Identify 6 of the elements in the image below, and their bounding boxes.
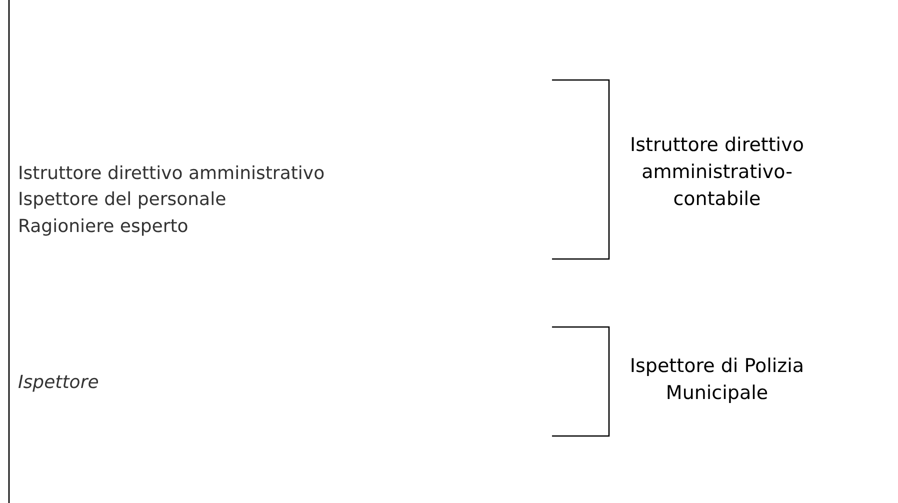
group-title: Istruttore direttivo amministrativo-contabile [629, 133, 805, 212]
role-text: Ragioniere esperto [18, 215, 188, 239]
role-text: Ispettore del personale [18, 188, 226, 212]
role-text: Ispettore [18, 371, 99, 395]
group-title: Ispettore di Polizia Municipale [628, 354, 806, 406]
role-text: Istruttore direttivo amministrativo [18, 162, 325, 186]
